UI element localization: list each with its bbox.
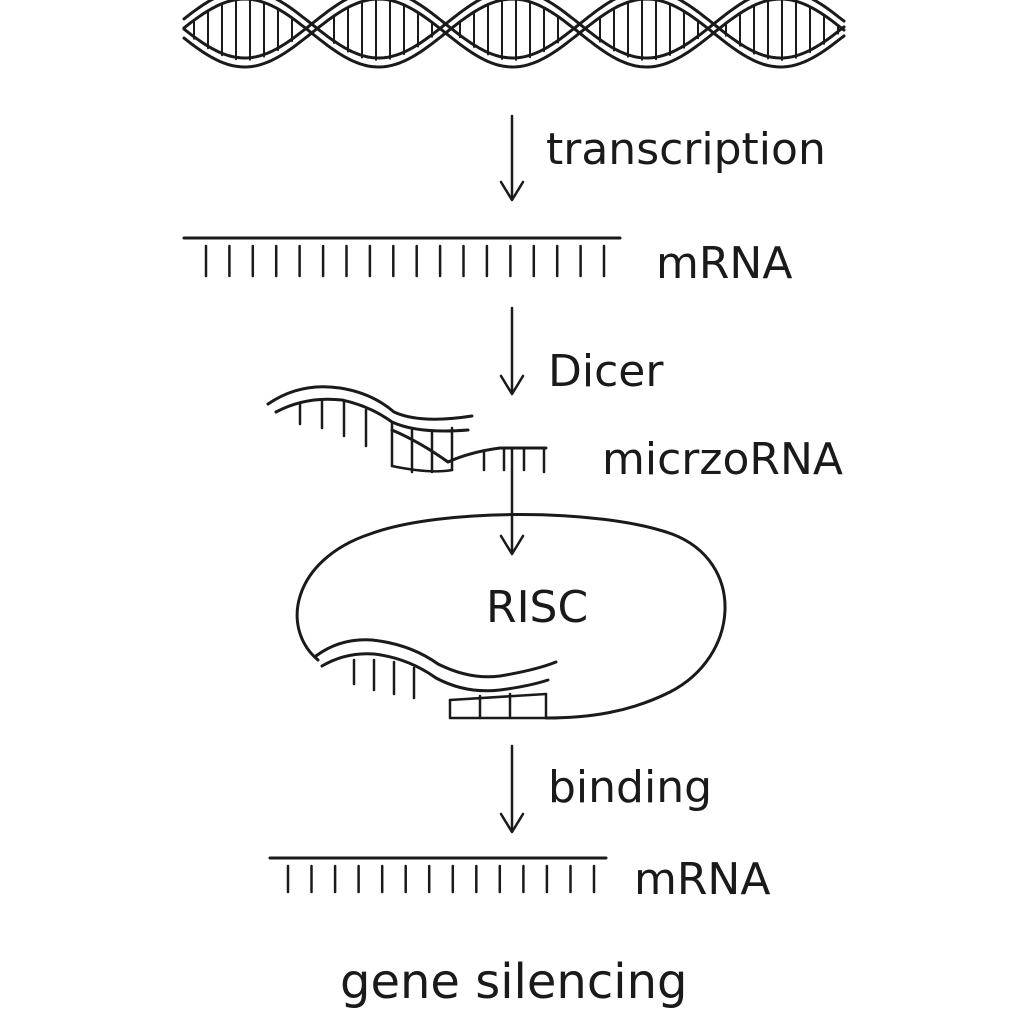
label-binding: binding — [548, 762, 712, 813]
risc-complex — [295, 513, 727, 720]
risc-guide-bases — [352, 658, 512, 720]
label-transcription: transcription — [546, 124, 826, 175]
mrna-bases — [204, 244, 606, 278]
label-microrna: micrzoRNA — [602, 434, 843, 485]
arrow-binding — [499, 744, 525, 834]
mrna-strand-bottom — [268, 856, 608, 894]
arrow-head — [499, 812, 525, 834]
mrna-strand-top — [182, 236, 622, 278]
arrow-head — [499, 374, 525, 396]
dna-base-pairs — [193, 0, 839, 61]
mrna-bases — [286, 864, 596, 894]
dna-helix — [182, 0, 846, 69]
arrow-to-risc — [499, 448, 525, 556]
label-gene-silencing: gene silencing — [340, 954, 687, 1010]
risc-outline — [295, 513, 727, 720]
microrna-bases — [298, 398, 546, 474]
dna-strand-front-edge — [182, 0, 846, 69]
arrow-transcription — [499, 114, 525, 202]
arrow-head — [499, 180, 525, 202]
dna-strand-back-edge — [182, 0, 846, 69]
label-mrna-top: mRNA — [656, 238, 792, 289]
label-risc: RISC — [486, 582, 588, 633]
dna-strand-front — [182, 0, 846, 60]
label-mrna-bottom: mRNA — [634, 854, 770, 905]
arrow-dicer — [499, 306, 525, 396]
dna-strand-back — [182, 0, 846, 60]
microrna-duplex — [266, 385, 548, 474]
arrow-head — [499, 534, 525, 556]
label-dicer: Dicer — [548, 346, 664, 397]
